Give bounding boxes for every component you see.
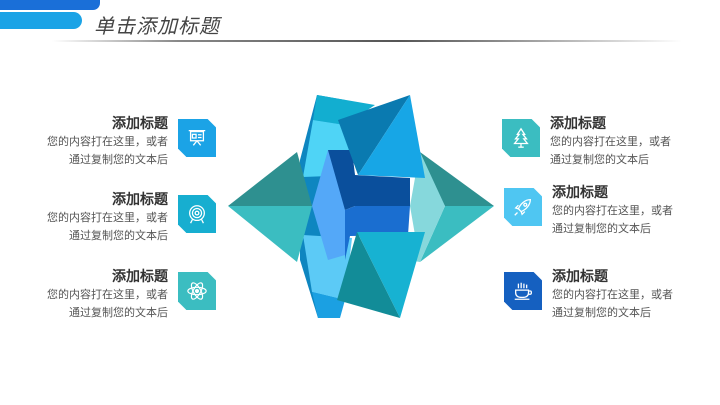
item-title[interactable]: 添加标题	[550, 116, 606, 132]
right-item-3: 添加标题 您的内容打在这里，或者 通过复制您的文本后	[496, 268, 696, 319]
page-title[interactable]: 单击添加标题	[94, 14, 220, 38]
coffee-cup-icon	[504, 272, 542, 310]
item-title[interactable]: 添加标题	[112, 116, 168, 132]
item-text-line2[interactable]: 通过复制您的文本后	[69, 229, 168, 242]
item-title[interactable]: 添加标题	[552, 185, 608, 201]
item-text-line1[interactable]: 您的内容打在这里，或者	[550, 135, 671, 148]
item-title[interactable]: 添加标题	[112, 192, 168, 208]
tree-icon	[502, 119, 540, 157]
left-item-2: 添加标题 您的内容打在这里，或者 通过复制您的文本后	[20, 191, 220, 242]
item-title[interactable]: 添加标题	[552, 269, 608, 285]
item-text-line1[interactable]: 您的内容打在这里，或者	[552, 204, 673, 217]
item-text-line1[interactable]: 您的内容打在这里，或者	[552, 288, 673, 301]
item-text-line2[interactable]: 通过复制您的文本后	[69, 153, 168, 166]
header-accent-bar-light	[0, 12, 82, 29]
rocket-icon	[504, 188, 542, 226]
item-text-line2[interactable]: 通过复制您的文本后	[69, 306, 168, 319]
item-text-line2[interactable]: 通过复制您的文本后	[552, 222, 651, 235]
item-text-line2[interactable]: 通过复制您的文本后	[552, 306, 651, 319]
atom-icon	[178, 272, 216, 310]
header-accent-bar-dark	[0, 0, 100, 10]
right-item-1: 添加标题 您的内容打在这里，或者 通过复制您的文本后	[494, 115, 694, 166]
central-crystal-graphic	[228, 95, 494, 318]
item-title[interactable]: 添加标题	[112, 269, 168, 285]
left-item-3: 添加标题 您的内容打在这里，或者 通过复制您的文本后	[20, 268, 220, 319]
title-divider	[52, 40, 682, 42]
target-icon	[178, 195, 216, 233]
item-text-line2[interactable]: 通过复制您的文本后	[550, 153, 649, 166]
presentation-board-icon	[178, 119, 216, 157]
item-text-line1[interactable]: 您的内容打在这里，或者	[47, 288, 168, 301]
left-item-1: 添加标题 您的内容打在这里，或者 通过复制您的文本后	[20, 115, 220, 166]
right-item-2: 添加标题 您的内容打在这里，或者 通过复制您的文本后	[496, 184, 696, 235]
item-text-line1[interactable]: 您的内容打在这里，或者	[47, 135, 168, 148]
item-text-line1[interactable]: 您的内容打在这里，或者	[47, 211, 168, 224]
